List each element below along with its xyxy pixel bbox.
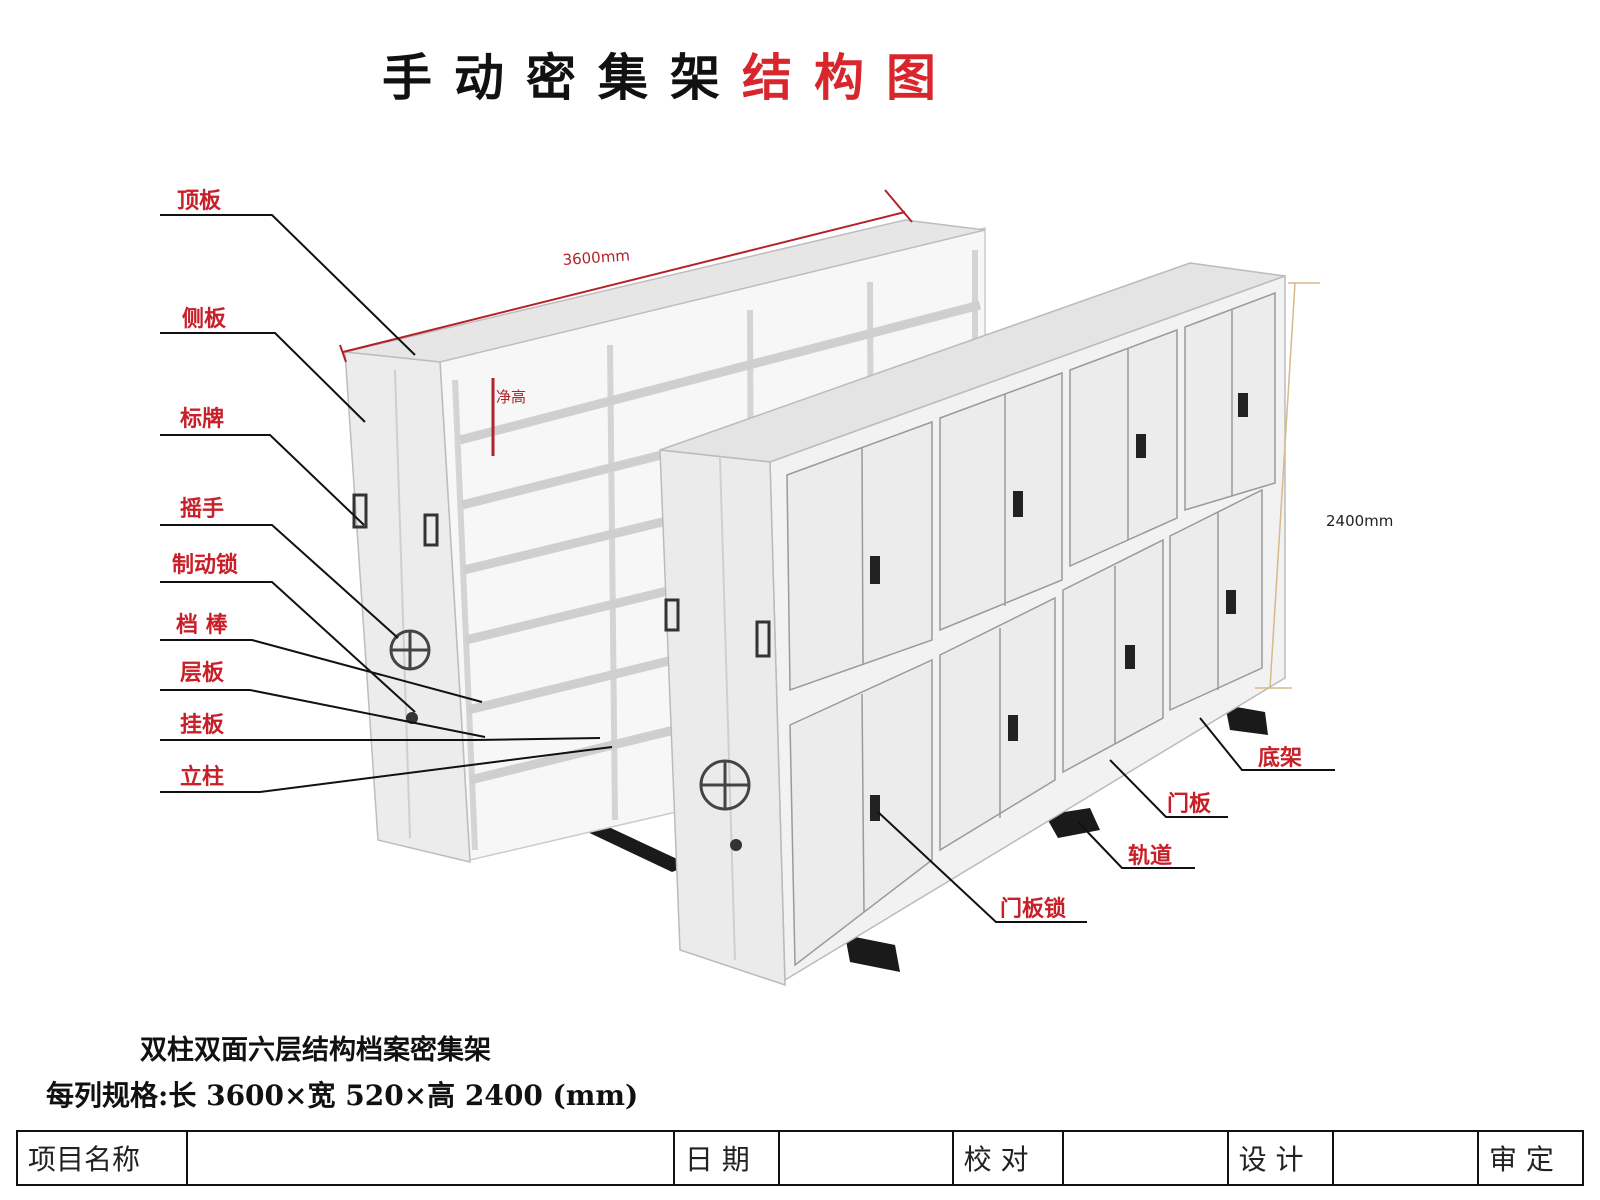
label-sign: 标牌 <box>180 406 224 432</box>
label-shelf: 层板 <box>180 661 225 686</box>
track-rail-right <box>1225 705 1268 735</box>
cell-date: 日 期 <box>672 1130 780 1186</box>
shelving-diagram: 3600mm 净高 2400mm 顶板 侧板 标牌 摇手 制动锁 档 棒 层板 … <box>160 189 1393 987</box>
label-side-panel: 侧板 <box>182 307 227 332</box>
sign-holder-2 <box>423 513 439 547</box>
caption-model: 双柱双面六层结构档案密集架 <box>140 1035 491 1066</box>
cell-project-name: 项目名称 <box>15 1130 189 1186</box>
label-column: 立柱 <box>180 764 224 790</box>
label-track: 轨道 <box>1128 843 1172 869</box>
cell-design: 设 计 <box>1226 1130 1334 1186</box>
label-door-panel: 门板 <box>1167 791 1212 817</box>
callouts-left <box>160 214 613 793</box>
title-block-table: 项目名称 日 期 校 对 设 计 审 定 <box>15 1130 1585 1186</box>
door-lock <box>870 556 880 584</box>
title-black-part: 手动密集架 <box>382 48 742 107</box>
dimension-height: 2400mm <box>1255 282 1393 689</box>
label-base-frame: 底架 <box>1258 745 1302 771</box>
front-end-panel <box>659 449 786 987</box>
clear-height-text: 净高 <box>496 388 526 406</box>
label-hand-crank: 摇手 <box>180 496 224 522</box>
title-red-part: 结构图 <box>742 48 958 107</box>
caption-spec: 每列规格:长 3600×宽 520×高 2400 (mm) <box>46 1079 639 1112</box>
page-title: 手动密集架结构图 <box>0 38 1470 110</box>
dimension-clear-height: 净高 <box>491 378 526 456</box>
dimension-length: 3600mm <box>339 189 913 363</box>
label-brake-lock: 制动锁 <box>172 552 238 578</box>
side-panel <box>344 351 471 863</box>
cell-design-value <box>1331 1130 1479 1186</box>
door-locks <box>870 393 1248 821</box>
cell-approve: 审 定 <box>1476 1130 1585 1186</box>
dimension-length-text: 3600mm <box>562 246 630 269</box>
cell-project-name-value <box>186 1130 675 1186</box>
track-rail-front <box>845 935 900 972</box>
front-hand-wheel <box>699 759 751 811</box>
label-top-panel: 顶板 <box>177 189 222 214</box>
front-cabinet-unit <box>659 262 1286 987</box>
label-stop-bar: 档 棒 <box>176 613 229 638</box>
label-hanging-plate: 挂板 <box>180 712 225 738</box>
table-row: 项目名称 日 期 校 对 设 计 审 定 <box>15 1130 1585 1186</box>
sign-holder <box>352 493 368 529</box>
cell-check: 校 对 <box>951 1130 1065 1186</box>
label-door-lock: 门板锁 <box>1000 896 1066 922</box>
dimension-height-text: 2400mm <box>1326 512 1393 530</box>
cell-check-value <box>1062 1130 1229 1186</box>
callouts-right <box>877 717 1335 923</box>
cell-date-value <box>777 1130 954 1186</box>
rear-hand-wheel <box>389 629 431 671</box>
